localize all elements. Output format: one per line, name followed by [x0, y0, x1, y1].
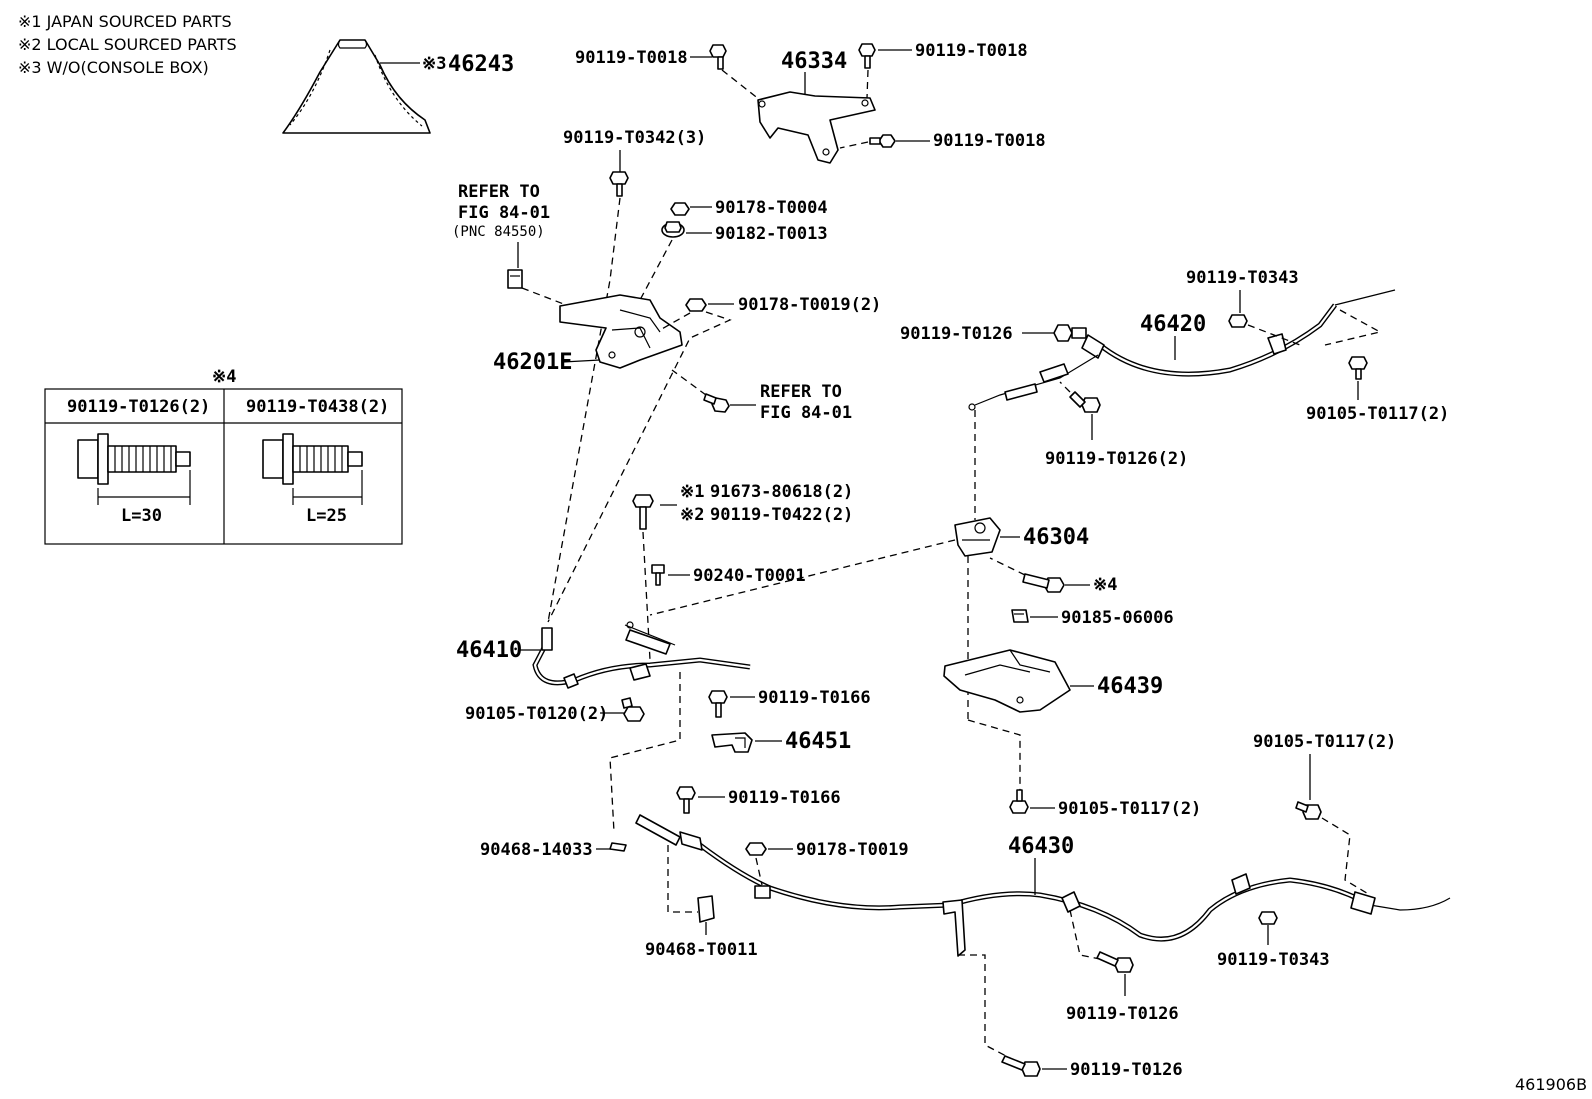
nut-icon — [1011, 609, 1029, 623]
label-90119-T0126-b[interactable]: 90119-T0126 — [1066, 1004, 1179, 1024]
label-46410[interactable]: 46410 — [456, 638, 522, 663]
label-90119-T0018-c[interactable]: 90119-T0018 — [933, 131, 1046, 151]
label-90105-T0117-b[interactable]: 90105-T0117(2) — [1058, 799, 1201, 819]
label-46451[interactable]: 46451 — [785, 729, 851, 754]
table-len2: L=25 — [306, 506, 347, 526]
label-46243[interactable]: 46243 — [448, 52, 514, 77]
label-91673-80618[interactable]: 91673-80618(2) — [710, 482, 853, 502]
figure-id: 461906B — [1515, 1075, 1587, 1094]
bolt-icon — [1009, 789, 1029, 814]
refer-to-1[interactable]: REFER TO — [458, 182, 540, 202]
label-90182-T0013[interactable]: 90182-T0013 — [715, 224, 828, 244]
clip-icon — [697, 895, 715, 923]
label-90468-T0011[interactable]: 90468-T0011 — [645, 940, 758, 960]
label-90178-T0019[interactable]: 90178-T0019 — [796, 840, 909, 860]
label-46420[interactable]: 46420 — [1140, 312, 1206, 337]
part-46439-cover[interactable] — [943, 649, 1071, 713]
note-japan-sourced: ※1 JAPAN SOURCED PARTS — [18, 12, 232, 31]
bolt-icon — [676, 786, 696, 814]
label-90119-T0018-a[interactable]: 90119-T0018 — [575, 48, 688, 68]
bolt-icon — [609, 171, 629, 197]
bolt-icon — [1258, 911, 1278, 925]
bolt-icon — [632, 494, 654, 530]
label-90105-T0117-a[interactable]: 90105-T0117(2) — [1306, 404, 1449, 424]
label-90119-T0343-top[interactable]: 90119-T0343 — [1186, 268, 1299, 288]
label-90178-T0004[interactable]: 90178-T0004 — [715, 198, 828, 218]
label-mark-4: ※4 — [1093, 575, 1117, 595]
part-46243-boot[interactable] — [282, 39, 431, 134]
pin-icon — [651, 564, 665, 586]
bolt-l25-icon — [262, 433, 363, 485]
part-46451-clip[interactable] — [711, 732, 753, 753]
bolt-icon — [1022, 573, 1065, 593]
bolt-icon — [1001, 1055, 1041, 1077]
note-local-sourced: ※2 LOCAL SOURCED PARTS — [18, 35, 237, 54]
clip-icon — [609, 842, 627, 852]
label-46430[interactable]: 46430 — [1008, 834, 1074, 859]
bolt-icon — [708, 690, 728, 718]
bolt-icon — [709, 44, 727, 70]
bolt-icon — [621, 697, 645, 722]
refer-pnc-1: (PNC 84550) — [452, 224, 545, 240]
part-46304-equalizer[interactable] — [954, 517, 1001, 557]
refer-fig-1[interactable]: FIG 84-01 — [458, 203, 550, 223]
label-90119-T0343-bot[interactable]: 90119-T0343 — [1217, 950, 1330, 970]
nut-icon — [685, 298, 707, 312]
part-46420-cable[interactable] — [968, 289, 1396, 411]
label-90119-T0342[interactable]: 90119-T0342(3) — [563, 128, 706, 148]
bolt-icon — [1069, 391, 1101, 413]
bolt-icon — [869, 134, 896, 148]
bolt-icon — [1096, 951, 1134, 973]
label-90119-T0126-a[interactable]: 90119-T0126 — [900, 324, 1013, 344]
table-col2[interactable]: 90119-T0438(2) — [246, 397, 389, 417]
label-90119-T0166-b[interactable]: 90119-T0166 — [728, 788, 841, 808]
bolt-icon — [1295, 801, 1322, 820]
part-46430-cable[interactable] — [635, 814, 1451, 957]
label-90468-14033[interactable]: 90468-14033 — [480, 840, 593, 860]
bolt-icon — [858, 43, 876, 69]
nut-icon — [745, 842, 767, 856]
nut-icon — [670, 202, 690, 216]
part-46201E-lever[interactable] — [559, 294, 683, 369]
label-46439[interactable]: 46439 — [1097, 674, 1163, 699]
label-46304[interactable]: 46304 — [1023, 525, 1089, 550]
label-90185-06006[interactable]: 90185-06006 — [1061, 608, 1174, 628]
label-90119-T0166-a[interactable]: 90119-T0166 — [758, 688, 871, 708]
switch-icon — [507, 269, 523, 289]
bolt-spec-table: ※4 90119-T0126(2) 90119-T0438(2) L=30 L — [44, 367, 403, 545]
bolt-l30-icon — [77, 433, 191, 485]
label-90240-T0001[interactable]: 90240-T0001 — [693, 566, 806, 586]
washer-nut-icon — [661, 221, 685, 238]
bolt-icon — [1348, 356, 1368, 380]
part-46410-cable[interactable] — [532, 621, 751, 689]
label-90119-T0422[interactable]: 90119-T0422(2) — [710, 505, 853, 525]
refer-to-2[interactable]: REFER TO — [760, 382, 842, 402]
part-46334-bracket[interactable] — [757, 91, 876, 164]
bolt-icon — [1228, 314, 1248, 328]
label-mark-1: ※1 — [680, 482, 704, 502]
label-46334[interactable]: 46334 — [781, 49, 847, 74]
label-90119-T0126-c[interactable]: 90119-T0126 — [1070, 1060, 1183, 1080]
label-90119-T0126-x2[interactable]: 90119-T0126(2) — [1045, 449, 1188, 469]
bolt-icon — [1053, 324, 1087, 342]
label-90119-T0018-b[interactable]: 90119-T0018 — [915, 41, 1028, 61]
label-46201E[interactable]: 46201E — [493, 350, 572, 375]
bolt-icon — [703, 393, 730, 413]
legend-notes: ※1 JAPAN SOURCED PARTS ※2 LOCAL SOURCED … — [18, 12, 237, 77]
label-46243-mark: ※3 — [422, 54, 446, 74]
label-mark-2: ※2 — [680, 505, 704, 525]
refer-fig-2[interactable]: FIG 84-01 — [760, 403, 852, 423]
label-90105-T0117-c[interactable]: 90105-T0117(2) — [1253, 732, 1396, 752]
label-90178-T0019-x2[interactable]: 90178-T0019(2) — [738, 295, 881, 315]
note-without-console: ※3 W/O(CONSOLE BOX) — [18, 58, 209, 77]
table-title: ※4 — [212, 367, 236, 387]
table-col1[interactable]: 90119-T0126(2) — [67, 397, 210, 417]
table-len1: L=30 — [121, 506, 162, 526]
label-90105-T0120[interactable]: 90105-T0120(2) — [465, 704, 608, 724]
